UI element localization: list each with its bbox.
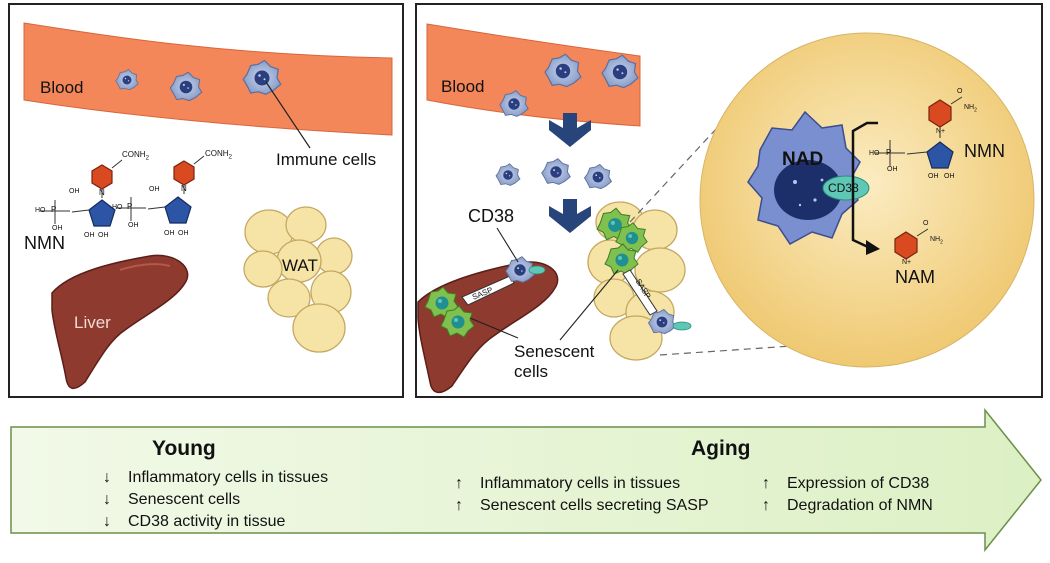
- up-arrow-icon: ↑: [762, 475, 770, 492]
- aging-title: Aging: [691, 437, 751, 460]
- aging-list-right: ↑Expression of CD38 ↑Degradation of NMN: [762, 473, 933, 517]
- immune-cells-pointer: [265, 81, 311, 149]
- list-item: ↑Senescent cells secreting SASP: [455, 495, 709, 517]
- sasp-arrow: [622, 269, 658, 316]
- down-arrow-icon: ↓: [103, 491, 111, 508]
- list-item: ↑Degradation of NMN: [762, 495, 933, 517]
- aging-list-left: ↑Inflammatory cells in tissues ↑Senescen…: [455, 473, 709, 517]
- nmn-molecule-2: [116, 155, 205, 224]
- aging-panel: [415, 3, 1043, 398]
- oh-label: OH: [149, 186, 160, 193]
- oh-label: OH: [52, 225, 63, 232]
- nam-molecule-inset: [894, 228, 929, 260]
- oh-label: OH: [178, 230, 189, 237]
- blood-label-right: Blood: [441, 77, 485, 96]
- nmn-inset-label: NMN: [964, 141, 1005, 161]
- cd38-label: CD38: [468, 206, 515, 226]
- blood-vessel-right: [426, 23, 641, 127]
- up-arrow-icon: ↑: [455, 475, 463, 492]
- nmn-molecule-inset: [875, 96, 963, 169]
- nh2-label: NH2: [964, 104, 977, 114]
- p-label: P: [127, 202, 133, 211]
- cd38-enzyme: [822, 175, 870, 201]
- down-arrow-icon: ↓: [103, 469, 111, 486]
- list-item: ↓Senescent cells: [103, 489, 328, 511]
- timeline-arrow: [10, 407, 1042, 553]
- young-list: ↓Inflammatory cells in tissues ↓Senescen…: [103, 467, 328, 533]
- list-item: ↑Expression of CD38: [762, 473, 933, 495]
- cd38-enzyme-label: CD38: [828, 181, 859, 195]
- oh-label: OH: [98, 232, 109, 239]
- liver-label: Liver: [74, 313, 111, 332]
- up-arrow-icon: ↑: [762, 497, 770, 514]
- large-immune-cell: [747, 110, 861, 245]
- oh-label: OH: [164, 230, 175, 237]
- down-arrow-icon: [549, 113, 591, 147]
- oh-label: OH: [128, 222, 139, 229]
- nmn-label: NMN: [24, 233, 65, 253]
- oh-label: OH: [84, 232, 95, 239]
- p-label: P: [51, 205, 57, 214]
- cd38-marker: [528, 265, 546, 275]
- wat-cluster: [243, 206, 353, 353]
- ho-label: HO: [112, 204, 123, 211]
- o-label: O: [923, 220, 929, 227]
- nad-label: NAD: [782, 149, 824, 170]
- down-arrow-icon: ↓: [103, 513, 111, 530]
- senescent-label: Senescent cells: [514, 342, 595, 381]
- list-item: ↑Inflammatory cells in tissues: [455, 473, 709, 495]
- nam-inset-label: NAM: [895, 267, 935, 287]
- oh-label: OH: [928, 173, 939, 180]
- sasp-arrow: [461, 275, 515, 306]
- oh-label: OH: [69, 188, 80, 195]
- o-label: O: [957, 88, 963, 95]
- conh2-label-1: CONH2: [122, 150, 149, 162]
- nmn-molecule-1: [40, 159, 123, 227]
- cd38-marker: [672, 321, 692, 331]
- p-label: P: [886, 148, 892, 157]
- conh2-label-2: CONH2: [205, 149, 232, 161]
- left-panel-drawing: [23, 22, 393, 390]
- right-panel-drawing: [417, 23, 1035, 394]
- wat-label: WAT: [282, 256, 318, 275]
- nplus-label: N+: [902, 259, 912, 266]
- list-item: ↓CD38 activity in tissue: [103, 511, 328, 533]
- nh2-label: NH2: [930, 236, 943, 246]
- n-label-2: N: [181, 184, 187, 193]
- nplus-label: N+: [936, 128, 946, 135]
- blood-vessel: [23, 22, 393, 136]
- young-title: Young: [152, 437, 216, 460]
- down-arrow-icon: [549, 199, 591, 233]
- young-panel: [8, 3, 404, 398]
- ho-label: HO: [35, 207, 46, 214]
- immune-cells-label: Immune cells: [276, 150, 377, 169]
- n-label-1: N: [99, 188, 105, 197]
- up-arrow-icon: ↑: [455, 497, 463, 514]
- oh-label: OH: [887, 166, 898, 173]
- list-item: ↓Inflammatory cells in tissues: [103, 467, 328, 489]
- liver-shape: [51, 254, 189, 390]
- oh-label: OH: [944, 173, 955, 180]
- blood-label: Blood: [40, 78, 84, 97]
- ho-label: HO: [869, 150, 880, 157]
